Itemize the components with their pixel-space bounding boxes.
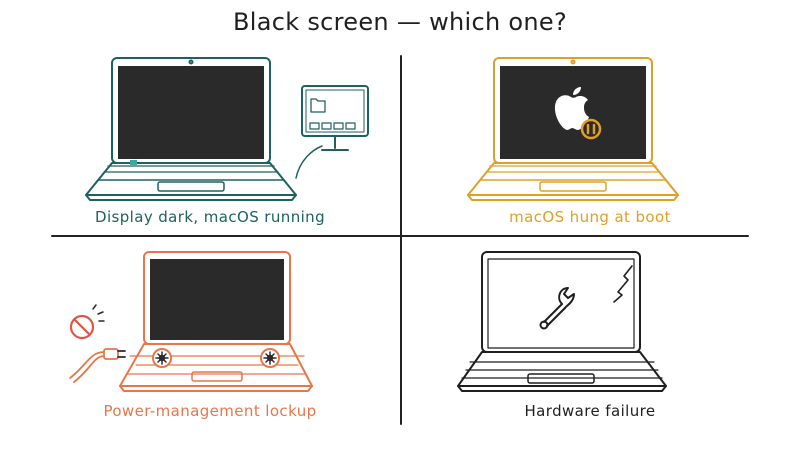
laptop-power-lockup bbox=[119, 251, 313, 392]
label-hardware-failure: Hardware failure bbox=[524, 402, 656, 420]
diagram-title: Black screen — which one? bbox=[232, 8, 568, 36]
screen-crack-icon bbox=[613, 265, 633, 303]
apple-pause-icon bbox=[554, 87, 602, 140]
laptop-hung-at-boot bbox=[467, 57, 679, 201]
laptop-display-dark bbox=[85, 57, 297, 201]
label-power-lockup: Power-management lockup bbox=[103, 402, 317, 420]
fan-icon-left bbox=[152, 348, 172, 368]
label-display-dark: Display dark, macOS running bbox=[95, 208, 325, 226]
label-hung-at-boot: macOS hung at boot bbox=[509, 208, 671, 226]
external-monitor-icon bbox=[295, 85, 369, 179]
fan-icon-right bbox=[260, 348, 280, 368]
no-power-icon bbox=[69, 304, 105, 340]
unplugged-cable-icon bbox=[69, 348, 126, 383]
laptop-hardware-failure bbox=[457, 251, 667, 392]
wrench-icon bbox=[539, 287, 575, 330]
